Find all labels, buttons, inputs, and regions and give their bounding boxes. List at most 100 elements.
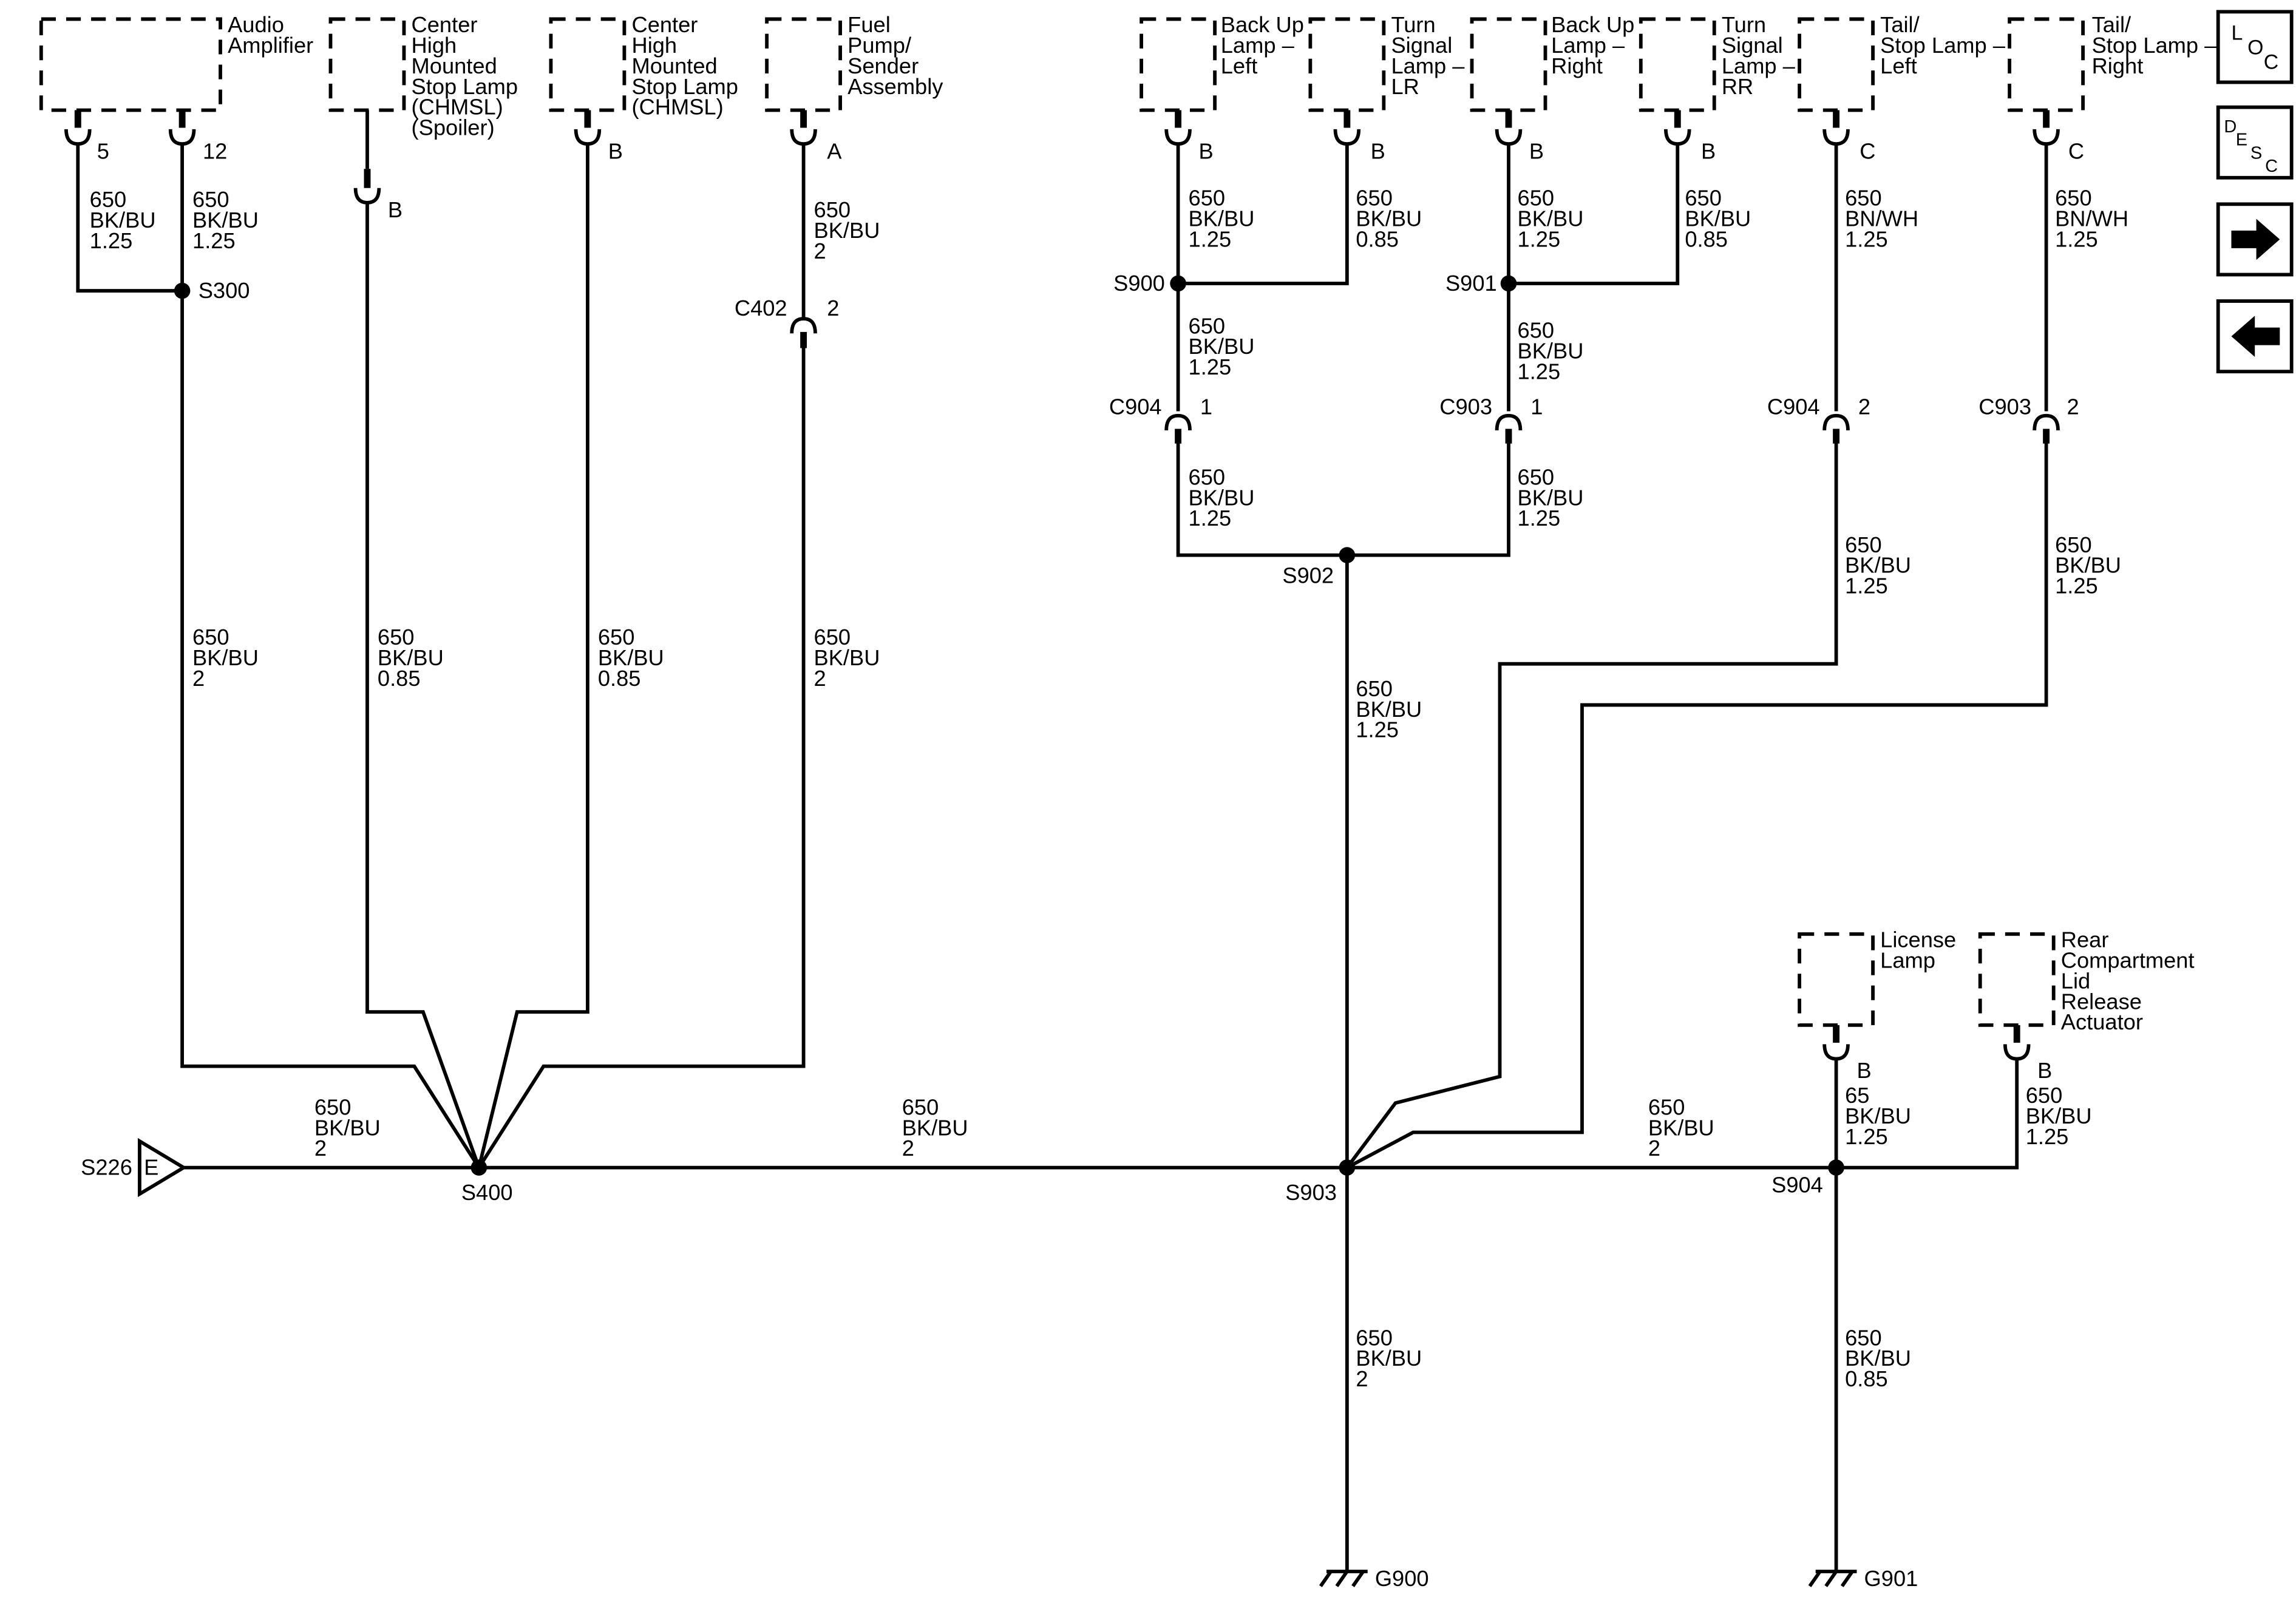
pin-terminal-chmsl-spoiler <box>353 110 381 205</box>
wire-label-chmsl: 650 BK/BU 0.85 <box>598 625 670 691</box>
audio-amplifier-label: Audio Amplifier <box>228 12 313 58</box>
pin-label-turn-rr: B <box>1701 138 1716 163</box>
connector-c903-1-pin: 1 <box>1530 394 1543 419</box>
connector-c903-2[interactable] <box>2033 413 2060 444</box>
wire-chmsl[interactable] <box>477 144 589 1168</box>
splice-s902[interactable] <box>1339 547 1356 563</box>
pin-label-amp-5: 5 <box>97 138 109 163</box>
wire-amp-5[interactable] <box>76 144 183 293</box>
wire-c903-s902[interactable] <box>1347 438 1510 557</box>
rear-lid-release-box[interactable] <box>1978 932 2056 1027</box>
connector-c904-2[interactable] <box>1822 413 1850 444</box>
wire-turn-lr[interactable] <box>1178 144 1349 285</box>
chmsl-label: Center High Mounted Stop Lamp (CHMSL) <box>632 12 745 119</box>
wire-label-tail-right: 650 BN/WH 1.25 <box>2055 186 2135 252</box>
pin-terminal-turn-lr <box>1333 110 1361 146</box>
wire-label-c904-s902: 650 BK/BU 1.25 <box>1189 464 1261 531</box>
pin-terminal-amp-5 <box>64 110 92 146</box>
splice-s902-label: S902 <box>1282 563 1334 588</box>
turn-signal-rr-box[interactable] <box>1639 17 1716 112</box>
wire-fuel-lower[interactable] <box>477 347 806 1169</box>
wire-label-amp12: 650 BK/BU 1.25 <box>192 187 265 253</box>
chmsl-spoiler-box[interactable] <box>328 17 406 112</box>
splice-s904[interactable] <box>1828 1159 1844 1176</box>
tail-stop-lamp-right-label: Tail/ Stop Lamp – Right <box>2092 12 2223 78</box>
ground-g901-icon <box>1808 1570 1857 1587</box>
wire-s903-s904-rear-lid[interactable] <box>1347 1059 2019 1170</box>
wire-s300-s400[interactable] <box>180 291 481 1169</box>
wire-labels: 650 BK/BU 1.25 650 BK/BU 1.25 650 BK/BU … <box>90 186 2135 1391</box>
loc-button[interactable]: L O C <box>2216 10 2294 84</box>
wire-label-s904-g901: 650 BK/BU 0.85 <box>1845 1325 1917 1391</box>
desc-letter-d: D <box>2224 117 2237 137</box>
wire-label-s900-c904: 650 BK/BU 1.25 <box>1189 313 1261 379</box>
wire-c904-s902[interactable] <box>1176 438 1347 557</box>
connector-c402[interactable] <box>790 317 817 348</box>
splice-s901[interactable] <box>1500 275 1517 292</box>
wire-label-license: 65 BK/BU 1.25 <box>1845 1083 1917 1149</box>
pin-terminal-tail-left <box>1822 110 1850 146</box>
desc-button[interactable]: D E S C <box>2216 105 2294 180</box>
pin-terminal-tail-right <box>2033 110 2060 146</box>
connector-c903-1[interactable] <box>1495 413 1523 444</box>
wire-label-turn-rr: 650 BK/BU 0.85 <box>1685 186 1757 252</box>
pin-terminal-rear-lid <box>2003 1025 2031 1061</box>
loc-letter-l: L <box>2231 21 2243 44</box>
left-arrow-icon <box>2231 316 2280 357</box>
connector-c904-1[interactable] <box>1164 413 1192 444</box>
connector-c904-2-name: C904 <box>1767 394 1820 419</box>
wire-label-tail-left: 650 BN/WH 1.25 <box>1845 186 1924 252</box>
backup-lamp-right-box[interactable] <box>1470 17 1547 112</box>
splice-s300-label: S300 <box>199 278 250 303</box>
pin-terminal-fuel-pump <box>790 110 817 146</box>
pin-label-turn-lr: B <box>1371 138 1385 163</box>
splice-s900[interactable] <box>1170 275 1186 292</box>
splice-s300[interactable] <box>174 282 191 299</box>
wire-label-amp5: 650 BK/BU 1.25 <box>90 187 162 253</box>
pin-terminal-backup-right <box>1495 110 1523 146</box>
wire-chmsl-spoiler[interactable] <box>365 202 481 1168</box>
splice-s400[interactable] <box>470 1159 487 1176</box>
wire-turn-rr[interactable] <box>1509 144 1680 285</box>
fuel-pump-box[interactable] <box>765 17 842 112</box>
tail-stop-lamp-right-box[interactable] <box>2008 17 2085 112</box>
back-button[interactable] <box>2216 299 2294 374</box>
pin-terminal-backup-left <box>1164 110 1192 146</box>
forward-button[interactable] <box>2216 202 2294 277</box>
pin-label-backup-left: B <box>1198 138 1213 163</box>
connector-c402-pin: 2 <box>827 296 839 320</box>
tail-stop-lamp-left-label: Tail/ Stop Lamp – Left <box>1880 12 2011 78</box>
backup-lamp-left-box[interactable] <box>1140 17 1217 112</box>
tail-stop-lamp-left-box[interactable] <box>1798 17 1875 112</box>
connector-c402-name: C402 <box>735 296 787 320</box>
splice-s226-reference[interactable] <box>138 1137 188 1198</box>
rear-lid-release-label: Rear Compartment Lid Release Actuator <box>2061 927 2201 1034</box>
splice-s901-label: S901 <box>1445 271 1497 296</box>
audio-amplifier-box[interactable] <box>39 17 222 112</box>
wire-label-chmsl-spoiler: 650 BK/BU 0.85 <box>378 625 450 691</box>
desc-letter-e: E <box>2236 131 2247 150</box>
right-arrow-icon <box>2231 219 2280 260</box>
connector-c903-2-name: C903 <box>1978 394 2031 419</box>
chmsl-spoiler-label: Center High Mounted Stop Lamp (CHMSL) (S… <box>412 12 525 140</box>
wire-label-turn-lr: 650 BK/BU 0.85 <box>1356 186 1428 252</box>
pin-label-backup-right: B <box>1529 138 1544 163</box>
wire-c903b-s903[interactable] <box>1346 438 2048 1170</box>
turn-signal-rr-label: Turn Signal Lamp – RR <box>1722 12 1801 99</box>
wire-c904b-s903[interactable] <box>1345 438 1838 1169</box>
chmsl-box[interactable] <box>549 17 627 112</box>
splice-s900-label: S900 <box>1113 271 1165 296</box>
wire-label-rear-lid: 650 BK/BU 1.25 <box>2026 1083 2098 1149</box>
splice-s903[interactable] <box>1339 1159 1356 1176</box>
turn-signal-lr-box[interactable] <box>1308 17 1386 112</box>
wire-label-s901-c903: 650 BK/BU 1.25 <box>1518 318 1590 384</box>
license-lamp-box[interactable] <box>1798 932 1875 1027</box>
backup-lamp-left-label: Back Up Lamp – Left <box>1221 12 1310 78</box>
wire-label-s902-s903: 650 BK/BU 1.25 <box>1356 676 1428 742</box>
wire-label-c903b-down: 650 BK/BU 1.25 <box>2055 532 2127 598</box>
pin-label-amp-12: 12 <box>203 138 227 163</box>
ground-g900-icon <box>1319 1570 1368 1587</box>
wire-label-s300-down: 650 BK/BU 2 <box>192 625 265 691</box>
turn-signal-lr-label: Turn Signal Lamp – LR <box>1391 12 1470 99</box>
